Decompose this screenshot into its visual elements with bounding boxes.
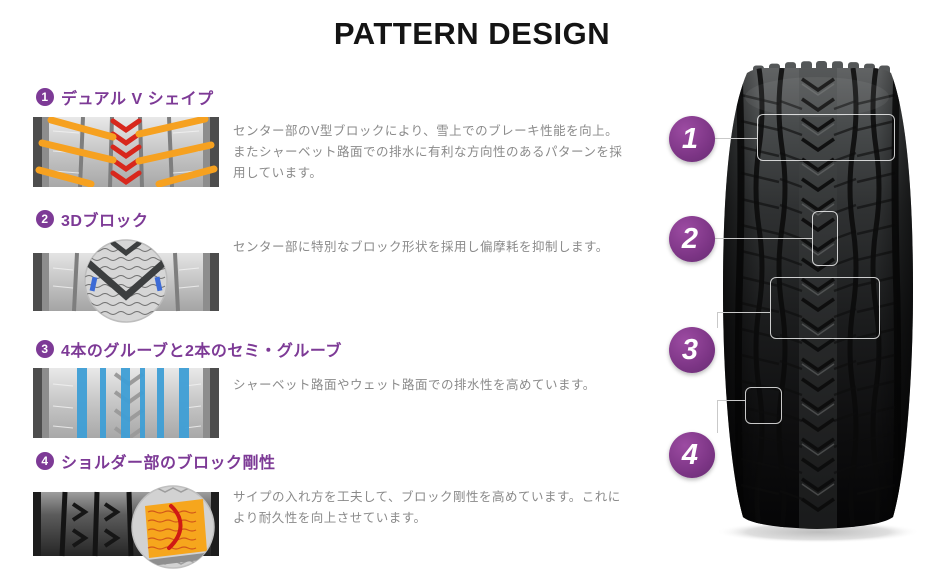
section-1-heading: 1 デュアル V シェイプ xyxy=(36,85,214,109)
callout-badge-1: 1 xyxy=(669,116,715,162)
tire-photo xyxy=(716,61,920,543)
callout-badge-2: 2 xyxy=(669,216,715,262)
callout-badge-2-label: 2 xyxy=(681,222,699,255)
section-2-heading: 2 3Dブロック xyxy=(36,207,148,231)
callout-badge-1-label: 1 xyxy=(681,122,699,155)
callout-badge-3-label: 3 xyxy=(681,333,699,366)
section-3-heading: 3 4本のグルーブと2本のセミ・グルーブ xyxy=(36,337,342,361)
callout-region-1 xyxy=(757,114,895,161)
callout-line-3-horizontal xyxy=(717,312,770,313)
section-4-heading: 4 ショルダー部のブロック剛性 xyxy=(36,449,276,473)
callout-badge-3: 3 xyxy=(669,327,715,373)
callout-region-2 xyxy=(812,211,838,266)
section-1-number-badge: 1 xyxy=(36,88,54,106)
section-1-heading-label: デュアル V シェイプ xyxy=(61,91,214,108)
callout-line-2 xyxy=(715,238,812,239)
section-4-heading-label: ショルダー部のブロック剛性 xyxy=(61,455,276,472)
callout-line-4-horizontal xyxy=(717,400,745,401)
tread-shoulder-block-magnifier-image xyxy=(33,485,219,569)
page-title: PATTERN DESIGN xyxy=(333,16,611,51)
section-4-number-badge: 4 xyxy=(36,452,54,470)
callout-region-4 xyxy=(745,387,782,424)
section-4-description: サイプの入れ方を工夫して、ブロック剛性を高めています。これにより耐久性を向上させ… xyxy=(233,490,621,525)
tread-3d-block-magnifier-image xyxy=(33,239,219,323)
section-2-description: センター部に特別なブロック形状を採用し偏摩耗を抑制します。 xyxy=(233,240,609,254)
callout-region-3 xyxy=(770,277,880,339)
tread-grooves-highlight-image xyxy=(33,368,219,438)
section-3-number-badge: 3 xyxy=(36,340,54,358)
callout-line-3-vertical xyxy=(717,312,718,328)
section-1-description: センター部のV型ブロックにより、雪上でのブレーキ性能を向上。またシャーベット路面… xyxy=(233,124,623,180)
section-3-heading-label: 4本のグルーブと2本のセミ・グルーブ xyxy=(61,343,342,360)
section-3-description: シャーベット路面やウェット路面での排水性を高めています。 xyxy=(233,378,596,392)
section-2-heading-label: 3Dブロック xyxy=(61,213,149,230)
tread-dual-v-shape-image xyxy=(33,117,219,187)
callout-badge-4: 4 xyxy=(669,432,715,478)
callout-badge-4-label: 4 xyxy=(681,438,699,471)
callout-line-4-vertical xyxy=(717,400,718,433)
section-2-number-badge: 2 xyxy=(36,210,54,228)
callout-line-1 xyxy=(715,138,757,139)
